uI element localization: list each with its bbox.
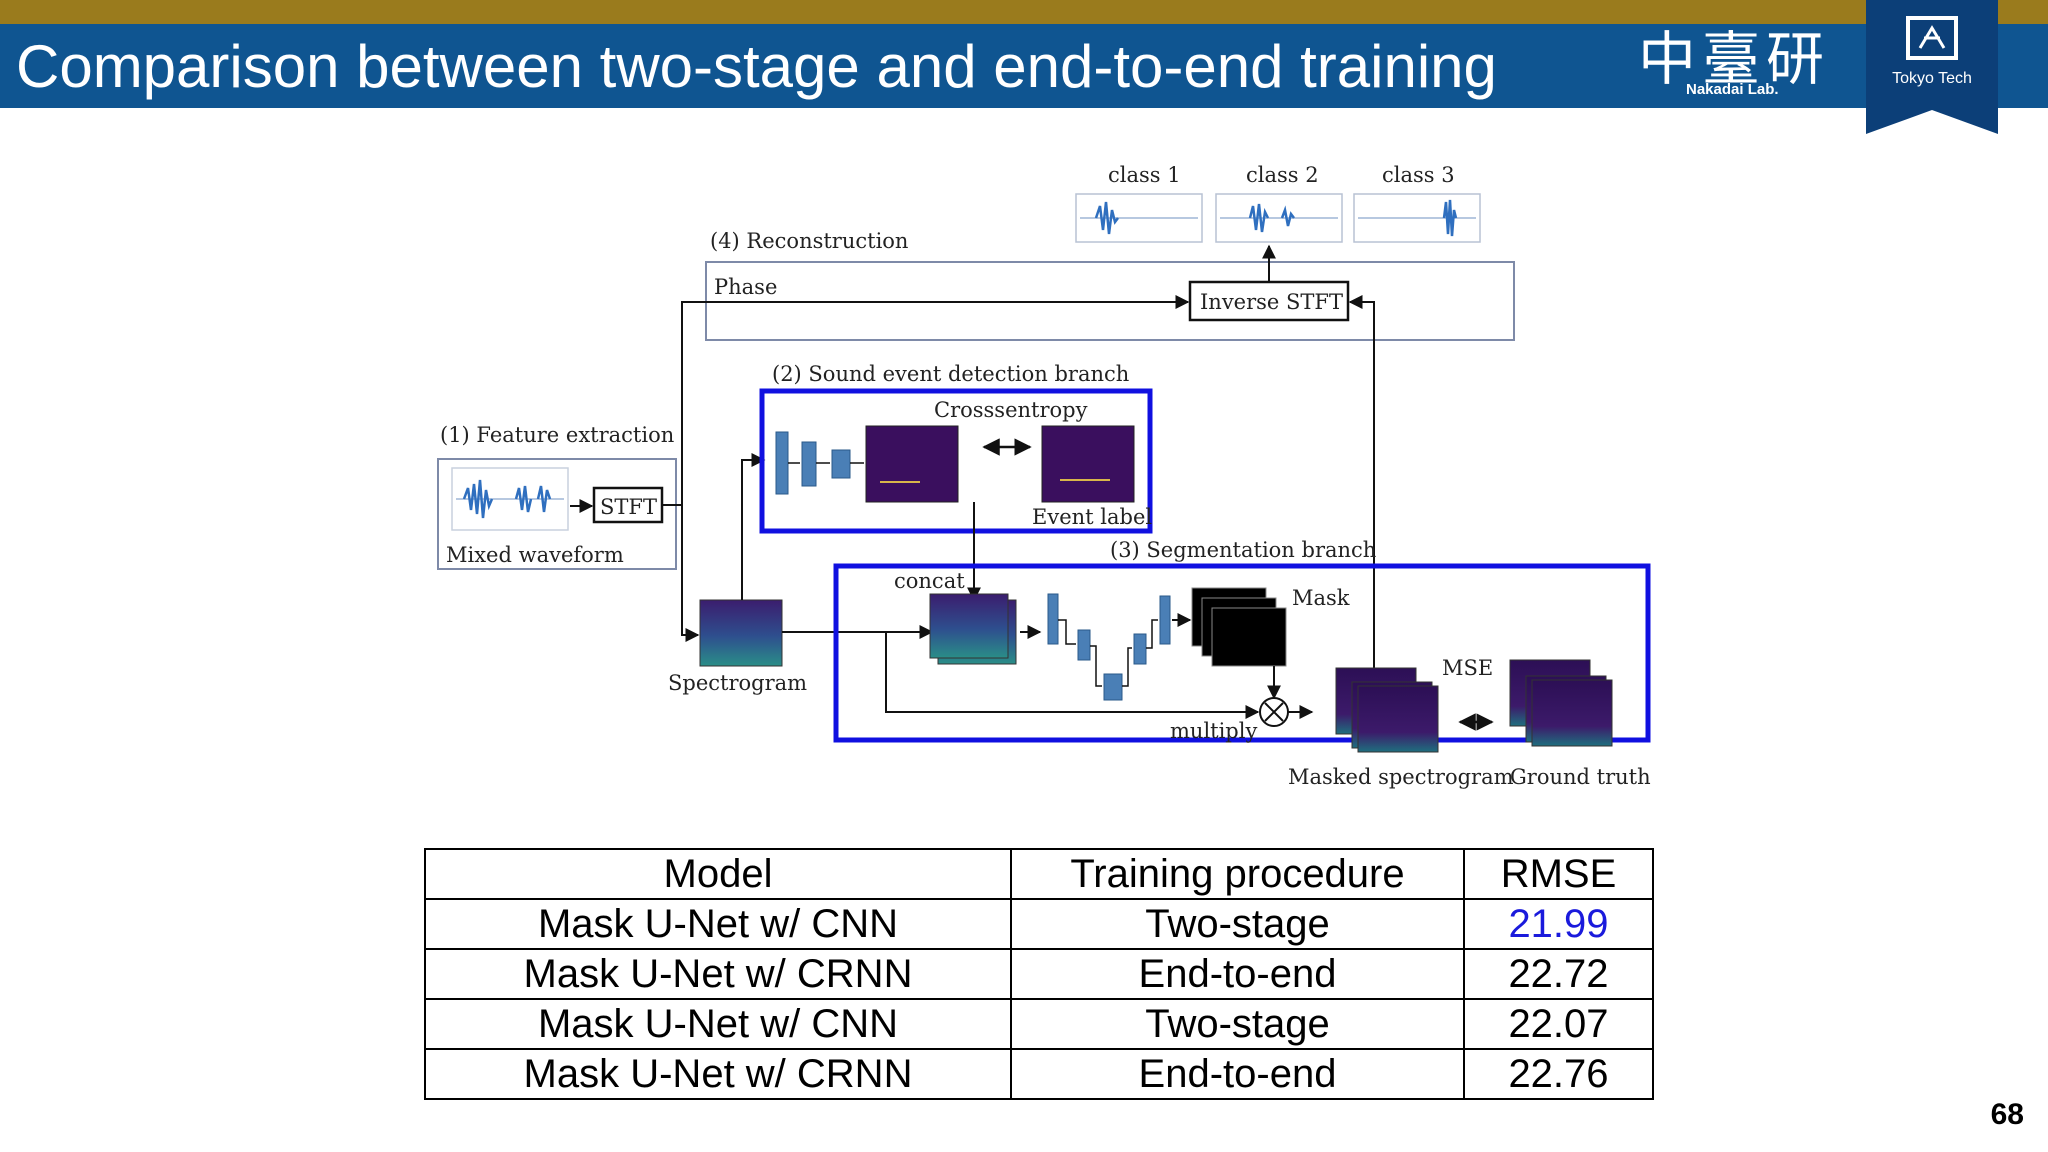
sed-prediction-map xyxy=(865,425,959,503)
inverse-stft-box xyxy=(1188,280,1350,322)
cell-model: Mask U-Net w/ CNN xyxy=(424,998,1012,1050)
ground-truth-label: Ground truth xyxy=(1510,765,1651,789)
lab-kanji-logo: 中臺研 xyxy=(1638,25,1831,93)
slide-title: Comparison between two-stage and end-to-… xyxy=(16,33,1497,100)
mask-label: Mask xyxy=(1292,586,1350,610)
crossentropy-label: Crosssentropy xyxy=(934,398,1088,422)
table-row: Mask U-Net w/ CRNN End-to-end 22.72 xyxy=(424,948,1654,1000)
table-row: Mask U-Net w/ CNN Two-stage 22.07 xyxy=(424,998,1654,1050)
mask-stack xyxy=(1191,587,1287,667)
masked-spectrogram-stack xyxy=(1335,667,1439,753)
table-row: Mask U-Net w/ CNN Two-stage 21.99 xyxy=(424,898,1654,950)
cell-model: Mask U-Net w/ CNN xyxy=(424,898,1012,950)
sed-branch-box xyxy=(759,388,1153,534)
segmentation-branch-box xyxy=(833,563,1651,743)
segmentation-branch-label: (3) Segmentation branch xyxy=(1110,538,1376,562)
sed-branch-label: (2) Sound event detection branch xyxy=(772,362,1129,386)
tokyo-tech-name: Tokyo Tech xyxy=(1892,70,1972,87)
class-label-1: class 1 xyxy=(1108,163,1181,187)
class-waveform-1 xyxy=(1075,193,1203,243)
concat-spectrogram xyxy=(929,593,1009,659)
reconstruction-label: (4) Reconstruction xyxy=(710,229,908,253)
lab-bars-icon xyxy=(1680,110,1681,111)
header-rmse: RMSE xyxy=(1463,848,1654,900)
cell-rmse: 22.76 xyxy=(1463,1048,1654,1100)
unet-blocks xyxy=(1047,593,1192,701)
cell-model: Mask U-Net w/ CRNN xyxy=(424,1048,1012,1100)
concat-label: concat xyxy=(894,569,965,593)
cell-procedure: End-to-end xyxy=(1010,948,1465,1000)
table-header-row: Model Training procedure RMSE xyxy=(424,848,1654,900)
class-waveform-2 xyxy=(1215,193,1343,243)
mixed-waveform-label: Mixed waveform xyxy=(446,543,624,567)
cell-procedure: Two-stage xyxy=(1010,998,1465,1050)
event-label-map xyxy=(1041,425,1135,503)
ground-truth-stack xyxy=(1509,659,1613,747)
masked-spectrogram-label: Masked spectrogram xyxy=(1288,765,1514,789)
feature-extraction-box xyxy=(437,458,677,570)
lab-name: Nakadai Lab. xyxy=(1686,81,1779,98)
architecture-diagram: class 1 class 2 class 3 (4) Reconstructi… xyxy=(437,163,1651,789)
stft-label: STFT xyxy=(600,495,657,519)
mse-label: MSE xyxy=(1442,656,1493,680)
tokyo-tech-logo xyxy=(1866,0,1998,134)
header-training-procedure: Training procedure xyxy=(1010,848,1465,900)
feature-extraction-label: (1) Feature extraction xyxy=(440,423,674,447)
header-model: Model xyxy=(424,848,1012,900)
event-label-text: Event label xyxy=(1032,505,1152,529)
input-spectrogram xyxy=(699,599,783,667)
class-waveform-3 xyxy=(1353,193,1481,243)
cell-model: Mask U-Net w/ CRNN xyxy=(424,948,1012,1000)
multiply-label: multiply xyxy=(1170,719,1257,743)
class-label-3: class 3 xyxy=(1382,163,1455,187)
cell-procedure: Two-stage xyxy=(1010,898,1465,950)
cell-rmse: 22.07 xyxy=(1463,998,1654,1050)
phase-label: Phase xyxy=(714,275,777,299)
inverse-stft-label: Inverse STFT xyxy=(1200,290,1343,314)
table-row: Mask U-Net w/ CRNN End-to-end 22.76 xyxy=(424,1048,1654,1100)
cell-rmse: 21.99 xyxy=(1463,898,1654,950)
page-number: 68 xyxy=(1990,1098,2024,1131)
class-label-2: class 2 xyxy=(1246,163,1319,187)
mixed-waveform xyxy=(451,467,569,531)
cell-rmse: 22.72 xyxy=(1463,948,1654,1000)
multiply-operator xyxy=(1259,697,1289,727)
top-accent-band xyxy=(0,0,2048,24)
results-table: Model Training procedure RMSE Mask U-Net… xyxy=(424,848,1654,1100)
cell-procedure: End-to-end xyxy=(1010,1048,1465,1100)
spectrogram-label: Spectrogram xyxy=(668,671,807,695)
nakadai-lab-logo: 中臺研 Nakadai Lab. xyxy=(1630,28,1870,100)
title-bar xyxy=(0,24,2048,108)
